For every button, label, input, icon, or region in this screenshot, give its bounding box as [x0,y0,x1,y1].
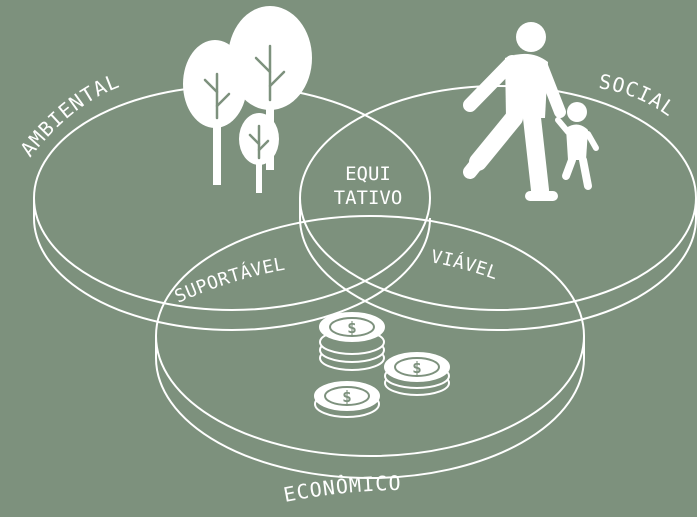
svg-text:AMBIENTAL: AMBIENTAL [15,69,123,161]
label-equitativo-line2: TATIVO [334,187,403,209]
label-viavel: VIÁVEL [429,246,500,284]
svg-text:$: $ [347,318,357,337]
label-suportavel: SUPORTÁVEL [172,254,287,308]
adult-and-child-icon [463,22,599,201]
label-social: SOCIAL [597,69,679,121]
coins-icon: $ $ $ [314,312,450,418]
svg-text:SUPORTÁVEL: SUPORTÁVEL [172,254,287,308]
economico-disc [155,215,585,479]
svg-text:$: $ [412,358,422,377]
label-equitativo-line1: EQUI [345,163,391,185]
svg-text:ECONÔMICO: ECONÔMICO [281,471,401,507]
label-economico: ECONÔMICO [281,471,400,507]
svg-text:SOCIAL: SOCIAL [597,69,680,121]
svg-text:$: $ [342,387,352,406]
svg-text:VIÁVEL: VIÁVEL [429,246,501,284]
label-ambiental: AMBIENTAL [15,69,122,161]
trees-icon [183,6,312,193]
